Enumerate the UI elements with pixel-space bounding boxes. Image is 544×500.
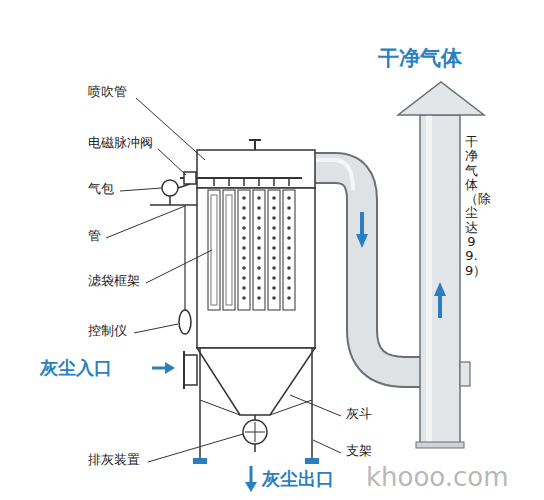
controller-label: 控制仪 [88,323,127,339]
bag-dot [242,226,246,230]
bag-dot [287,246,291,250]
bag-dot [242,216,246,220]
dust-inlet-label: 灰尘入口 [40,357,112,379]
bag-dot [272,256,276,260]
bag-dot [272,216,276,220]
pipe-label: 管 [88,228,101,244]
air-bag-label: 气包 [88,181,114,197]
bag-dot [272,296,276,300]
bag-dot [287,286,291,290]
support-label: 支架 [346,443,372,459]
bag-dot [242,266,246,270]
bag-dot [272,246,276,250]
blowpipe-label: 喷吹管 [88,84,127,100]
bag-dot [257,206,261,210]
pulse-valve-label: 电磁脉冲阀 [88,135,153,151]
bag-dot [257,276,261,280]
bag-dot [287,256,291,260]
bag-dot [242,196,246,200]
bag-dot [287,296,291,300]
bag-dot [287,206,291,210]
bag-dot [242,256,246,260]
clean-gas-title: 干净气体 [378,46,462,71]
bag-dot [287,216,291,220]
bag-dot [287,266,291,270]
bag-dot [257,196,261,200]
bag-dot [272,236,276,240]
bag-dot [257,286,261,290]
bag-dot [257,296,261,300]
bag-dot [242,206,246,210]
dust-outlet-label: 灰尘出口 [262,468,334,490]
bag-dot [272,226,276,230]
bag-dot [272,266,276,270]
clean-gas-vertical-label: 干净气体（除尘达99.9） [465,135,478,278]
bag-dot [272,286,276,290]
bag-dot [257,236,261,240]
discharge-label: 排灰装置 [88,452,140,468]
bag-dot [257,216,261,220]
bag-dot [242,276,246,280]
bag-dot [257,246,261,250]
bag-dot [287,196,291,200]
bag-dot [272,276,276,280]
bag-dot [287,276,291,280]
bag-dot [257,226,261,230]
bag-dot [272,206,276,210]
bag-dot [242,286,246,290]
bag-dot [242,236,246,240]
bag-dot [287,236,291,240]
hopper-label: 灰斗 [346,406,372,422]
bag-dot [257,266,261,270]
bag-dot [242,246,246,250]
bag-dot [257,256,261,260]
watermark: khooo.com [366,462,509,493]
bag-dot [242,296,246,300]
bag-dot [272,196,276,200]
bag-dot [287,226,291,230]
bag-frame-label: 滤袋框架 [88,273,140,289]
